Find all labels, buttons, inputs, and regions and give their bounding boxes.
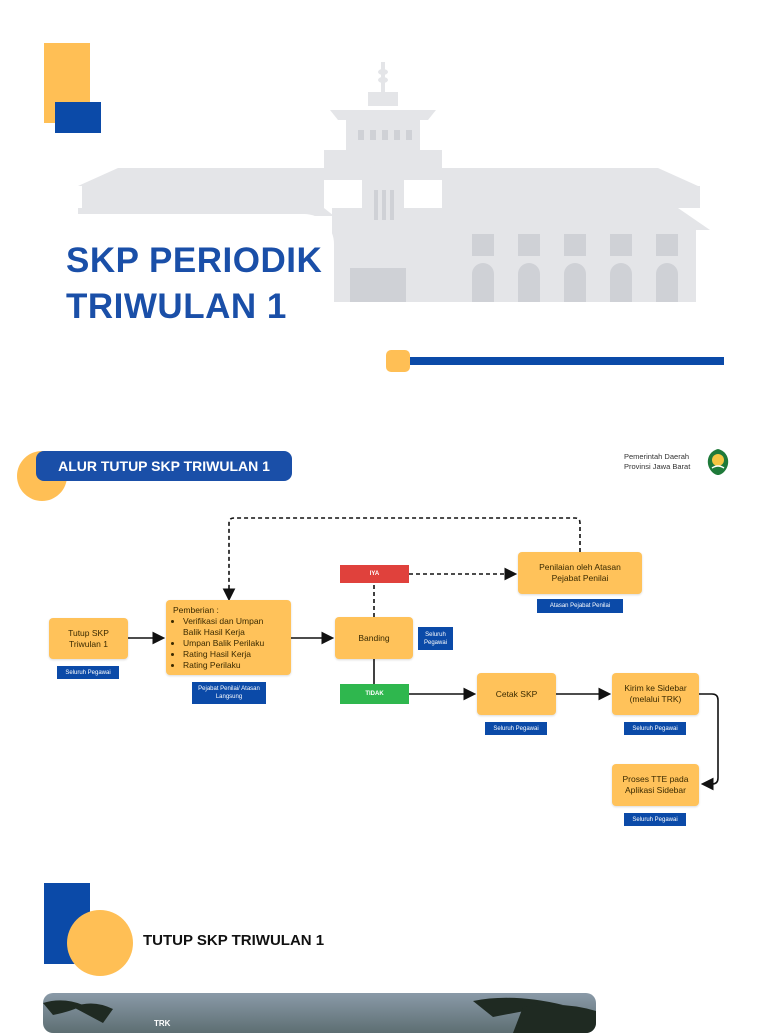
node-tutup-skp-label: Tutup SKP Triwulan 1 <box>68 627 109 649</box>
decor-blue-square <box>55 102 101 133</box>
node-banding-label: Banding <box>358 632 390 643</box>
section-heading: ALUR TUTUP SKP TRIWULAN 1 <box>36 451 292 481</box>
org-line-2: Provinsi Jawa Barat <box>624 462 691 471</box>
pemberian-item: Rating Hasil Kerja <box>183 649 284 660</box>
tag-proses-tte: Seluruh Pegawai <box>624 813 686 826</box>
node-kirim-sidebar: Kirim ke Sidebar (melalui TRK) <box>612 673 699 715</box>
arrow-kirim-proses <box>699 693 719 791</box>
pemberian-item: Verifikasi dan Umpan Balik Hasil Kerja <box>183 616 284 638</box>
tag-cetak-skp: Seluruh Pegawai <box>485 722 547 735</box>
node-proses-tte-label: Proses TTE pada Aplikasi Sidebar <box>622 774 689 795</box>
jabar-logo-icon <box>707 449 729 475</box>
arrow-penilaian-pemberian <box>222 517 581 602</box>
node-tutup-skp: Tutup SKP Triwulan 1 <box>49 618 128 659</box>
section2-circle <box>67 910 133 976</box>
tag-pemberian: Pejabat Penilai/ Atasan Langsung <box>192 682 266 704</box>
node-banding: Banding <box>335 617 413 659</box>
decision-iya: IYA <box>340 565 409 583</box>
node-penilaian-label: Penilaian oleh Atasan Pejabat Penilai <box>539 562 621 583</box>
tag-tutup-skp: Seluruh Pegawai <box>57 666 119 679</box>
org-name: Pemerintah Daerah Provinsi Jawa Barat <box>624 452 690 472</box>
section2-photo: TRK <box>43 993 596 1033</box>
title-line-1: SKP PERIODIK <box>66 241 323 280</box>
pemberian-item: Rating Perilaku <box>183 660 284 671</box>
decision-tidak: TIDAK <box>340 684 409 704</box>
node-proses-tte: Proses TTE pada Aplikasi Sidebar <box>612 764 699 806</box>
page-title: SKP PERIODIK TRIWULAN 1 <box>66 238 322 330</box>
org-line-1: Pemerintah Daerah <box>624 452 690 461</box>
node-pemberian-intro: Pemberian : <box>173 604 219 615</box>
pemberian-item: Umpan Balik Perilaku <box>183 638 284 649</box>
tag-kirim-sidebar: Seluruh Pegawai <box>624 722 686 735</box>
node-pemberian: Pemberian : Verifikasi dan Umpan Balik H… <box>166 600 291 675</box>
node-cetak-skp-label: Cetak SKP <box>495 688 538 699</box>
divider-dot <box>386 350 410 372</box>
section2-heading: TUTUP SKP TRIWULAN 1 <box>143 932 325 949</box>
divider-line <box>410 357 724 365</box>
node-kirim-sidebar-label: Kirim ke Sidebar (melalui TRK) <box>624 683 687 704</box>
node-cetak-skp: Cetak SKP <box>477 673 556 715</box>
title-curve <box>60 214 334 334</box>
tag-banding: Seluruh Pegawai <box>418 627 453 650</box>
node-penilaian: Penilaian oleh Atasan Pejabat Penilai <box>518 552 642 594</box>
title-line-2: TRIWULAN 1 <box>66 287 287 326</box>
tag-penilaian: Atasan Pejabat Penilai <box>537 599 623 613</box>
